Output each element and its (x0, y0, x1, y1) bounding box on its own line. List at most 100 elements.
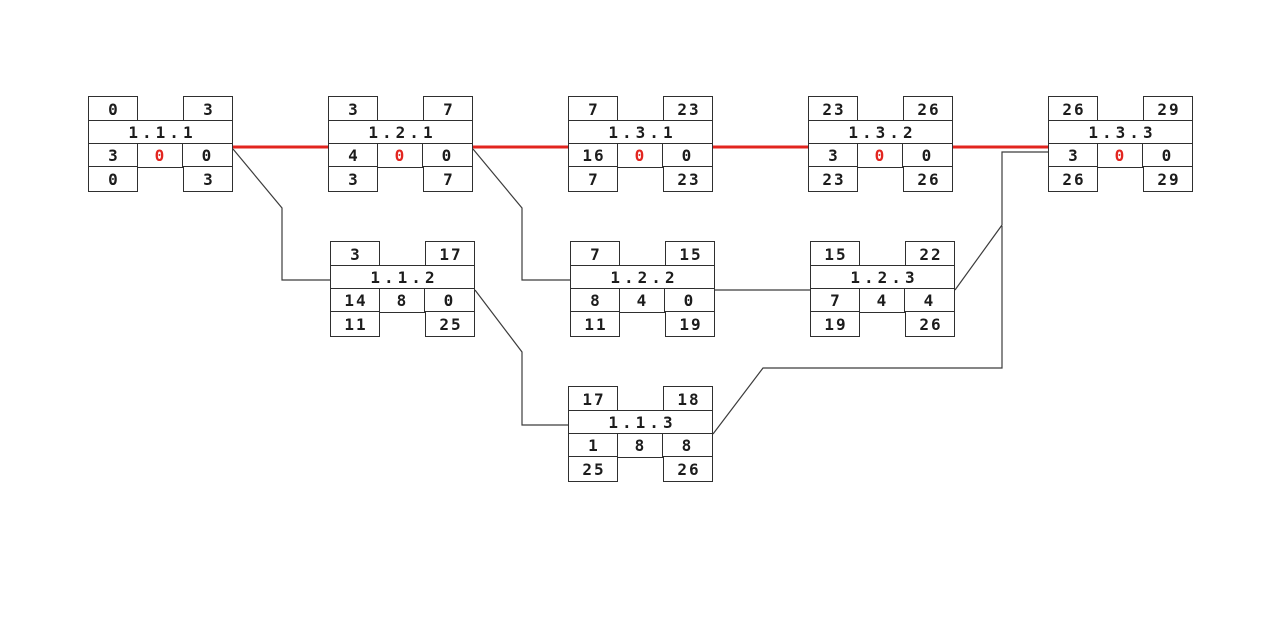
late-finish-cell: 23 (663, 166, 713, 192)
duration-cell: 8 (590, 291, 602, 310)
activity-name: 1.3.2 (808, 120, 953, 145)
late-start-cell: 3 (328, 166, 378, 192)
cell-divider (616, 434, 618, 457)
free-float-cell: 0 (443, 291, 456, 310)
float-row: 14 8 0 (330, 288, 475, 313)
early-start-cell: 7 (570, 241, 620, 267)
late-finish-cell: 25 (425, 311, 475, 337)
free-float-cell: 0 (681, 146, 694, 165)
total-float-cell: 0 (634, 146, 647, 165)
early-finish-cell: 17 (425, 241, 475, 267)
early-start-cell: 3 (330, 241, 380, 267)
edge-1.1.1-1.1.2 (232, 148, 330, 281)
late-finish-cell: 19 (665, 311, 715, 337)
late-finish-cell: 26 (903, 166, 953, 192)
cell-divider (903, 289, 905, 312)
cell-divider (858, 289, 860, 312)
total-float-cell: 8 (396, 291, 409, 310)
cell-divider (901, 144, 903, 167)
duration-cell: 7 (830, 291, 842, 310)
cell-divider (421, 144, 423, 167)
early-finish-cell: 22 (905, 241, 955, 267)
free-float-cell: 8 (681, 436, 694, 455)
cell-divider (663, 289, 665, 312)
float-row: 7 4 4 (810, 288, 955, 313)
cell-divider (376, 144, 378, 167)
late-finish-cell: 3 (183, 166, 233, 192)
late-finish-cell: 29 (1143, 166, 1193, 192)
total-float-cell: 4 (876, 291, 889, 310)
activity-name: 1.3.1 (568, 120, 713, 145)
edge-1.2.1-1.2.2 (472, 148, 570, 281)
cell-divider (661, 144, 663, 167)
late-start-cell: 11 (570, 311, 620, 337)
late-finish-cell: 26 (663, 456, 713, 482)
free-float-cell: 0 (1161, 146, 1174, 165)
activity-name: 1.1.1 (88, 120, 233, 145)
cell-divider (181, 144, 183, 167)
early-finish-cell: 26 (903, 96, 953, 122)
late-finish-cell: 26 (905, 311, 955, 337)
early-start-cell: 17 (568, 386, 618, 412)
cell-divider (618, 289, 620, 312)
early-finish-cell: 18 (663, 386, 713, 412)
total-float-cell: 0 (1114, 146, 1127, 165)
activity-name: 1.1.2 (330, 265, 475, 290)
cell-divider (136, 144, 138, 167)
late-start-cell: 26 (1048, 166, 1098, 192)
cell-divider (661, 434, 663, 457)
float-row: 3 0 0 (1048, 143, 1193, 168)
float-row: 3 0 0 (88, 143, 233, 168)
cell-divider (1141, 144, 1143, 167)
activity-name: 1.3.3 (1048, 120, 1193, 145)
late-finish-cell: 7 (423, 166, 473, 192)
late-start-cell: 19 (810, 311, 860, 337)
early-finish-cell: 29 (1143, 96, 1193, 122)
free-float-cell: 4 (923, 291, 936, 310)
total-float-cell: 0 (394, 146, 407, 165)
edge-1.1.2-1.1.3 (474, 289, 568, 426)
early-finish-cell: 7 (423, 96, 473, 122)
cell-divider (616, 144, 618, 167)
early-finish-cell: 3 (183, 96, 233, 122)
cell-divider (423, 289, 425, 312)
float-row: 8 4 0 (570, 288, 715, 313)
late-start-cell: 11 (330, 311, 380, 337)
early-start-cell: 15 (810, 241, 860, 267)
early-start-cell: 3 (328, 96, 378, 122)
activity-name: 1.2.2 (570, 265, 715, 290)
free-float-cell: 0 (921, 146, 934, 165)
duration-cell: 14 (344, 291, 368, 310)
duration-cell: 3 (1068, 146, 1080, 165)
early-start-cell: 7 (568, 96, 618, 122)
cell-divider (378, 289, 380, 312)
late-start-cell: 7 (568, 166, 618, 192)
total-float-cell: 4 (636, 291, 649, 310)
free-float-cell: 0 (683, 291, 696, 310)
edge-1.1.3-1.3.3 (712, 226, 1003, 435)
total-float-cell: 0 (154, 146, 167, 165)
duration-cell: 4 (348, 146, 360, 165)
duration-cell: 3 (828, 146, 840, 165)
early-finish-cell: 23 (663, 96, 713, 122)
late-start-cell: 25 (568, 456, 618, 482)
duration-cell: 3 (108, 146, 120, 165)
free-float-cell: 0 (201, 146, 214, 165)
float-row: 1 8 8 (568, 433, 713, 458)
float-row: 3 0 0 (808, 143, 953, 168)
total-float-cell: 8 (634, 436, 647, 455)
duration-cell: 1 (588, 436, 600, 455)
total-float-cell: 0 (874, 146, 887, 165)
